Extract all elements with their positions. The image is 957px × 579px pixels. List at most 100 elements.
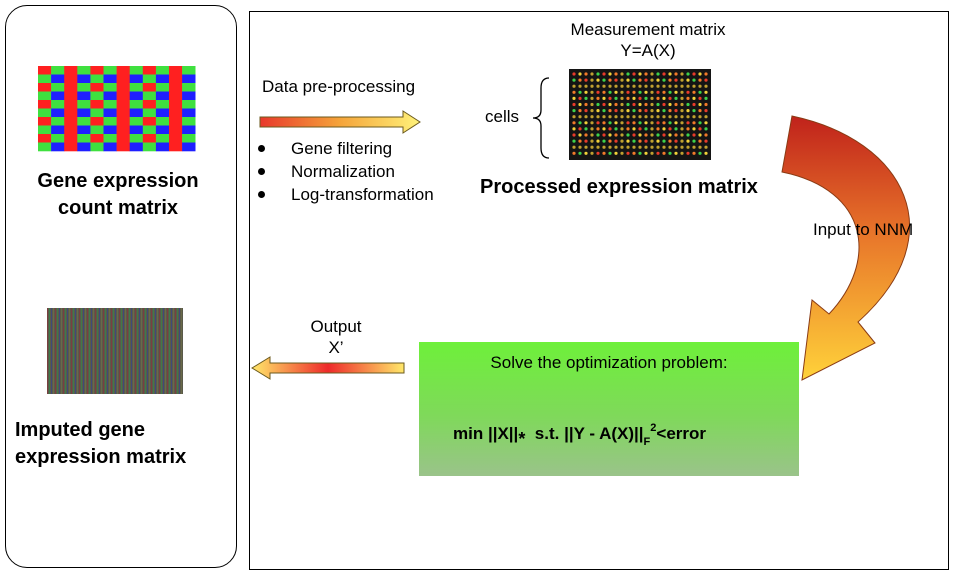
count-matrix-cell bbox=[51, 108, 65, 118]
count-matrix-cell bbox=[90, 134, 104, 143]
measurement-matrix-dot bbox=[632, 145, 636, 149]
imputed-matrix-stripe bbox=[143, 308, 144, 394]
measurement-matrix-dot bbox=[572, 151, 576, 155]
measurement-matrix-dot bbox=[656, 96, 660, 100]
measurement-matrix-dot bbox=[584, 145, 588, 149]
measurement-matrix-dot bbox=[596, 109, 600, 113]
measurement-matrix-dot bbox=[674, 121, 678, 125]
optimization-box bbox=[419, 342, 799, 476]
measurement-matrix-dot bbox=[686, 115, 690, 119]
measurement-matrix-dot bbox=[686, 151, 690, 155]
measurement-matrix-dot bbox=[620, 151, 624, 155]
measurement-matrix-dot bbox=[644, 145, 648, 149]
measurement-matrix-dot bbox=[650, 145, 654, 149]
measurement-matrix-dot bbox=[686, 109, 690, 113]
measurement-matrix-dot bbox=[584, 133, 588, 137]
measurement-matrix-dot bbox=[590, 151, 594, 155]
measurement-matrix-dot bbox=[680, 145, 684, 149]
measurement-matrix-dot bbox=[590, 102, 594, 107]
imputed-matrix-stripe bbox=[73, 308, 74, 394]
measurement-matrix-dot bbox=[698, 72, 702, 76]
measurement-matrix-dot bbox=[662, 109, 666, 113]
processed-matrix-caption: Processed expression matrix bbox=[480, 176, 758, 198]
measurement-matrix-dot bbox=[584, 96, 588, 100]
measurement-matrix-dot bbox=[596, 78, 600, 82]
count-matrix-cell bbox=[182, 100, 196, 109]
count-matrix-cell bbox=[64, 117, 78, 126]
count-matrix-cell bbox=[90, 117, 104, 126]
count-matrix-cell bbox=[182, 74, 196, 84]
imputed-matrix-stripe bbox=[129, 308, 130, 394]
count-matrix-cell bbox=[116, 91, 130, 101]
measurement-matrix-dot bbox=[572, 115, 576, 119]
measurement-matrix-dot bbox=[602, 90, 606, 94]
measurement-matrix-dot bbox=[698, 109, 702, 113]
measurement-matrix-dot bbox=[632, 127, 636, 131]
count-matrix-cell bbox=[155, 142, 170, 152]
measurement-matrix-dot bbox=[662, 102, 666, 107]
count-matrix-cell bbox=[129, 134, 144, 143]
measurement-matrix-dot bbox=[590, 109, 594, 113]
count-matrix-cell bbox=[116, 108, 130, 118]
imputed-matrix-stripe bbox=[77, 308, 78, 394]
measurement-matrix-dot bbox=[686, 102, 690, 107]
imputed-matrix-stripe bbox=[107, 308, 108, 394]
count-matrix-cell bbox=[51, 142, 65, 152]
output-label: Output X’ bbox=[296, 316, 376, 358]
count-matrix-cell bbox=[77, 117, 91, 126]
measurement-matrix-dot bbox=[698, 84, 702, 88]
measurement-matrix-dot bbox=[572, 133, 576, 137]
measurement-matrix-dot bbox=[668, 121, 672, 125]
count-matrix-cell bbox=[169, 117, 183, 126]
measurement-matrix-dot bbox=[614, 78, 618, 82]
count-matrix-cell bbox=[90, 83, 104, 92]
optimization-formula: min ||X||* s.t. ||Y - A(X)||F2<error bbox=[453, 422, 706, 450]
measurement-matrix-dot bbox=[656, 133, 660, 137]
measurement-matrix-dot bbox=[584, 127, 588, 131]
count-matrix-cell bbox=[77, 125, 91, 135]
measurement-matrix-dot bbox=[650, 84, 654, 88]
measurement-matrix-dot bbox=[614, 96, 618, 100]
imputed-matrix-stripe bbox=[83, 308, 84, 394]
count-matrix-cell bbox=[169, 134, 183, 143]
measurement-matrix-dot bbox=[620, 78, 624, 82]
measurement-matrix-dot bbox=[620, 84, 624, 88]
measurement-matrix-dot bbox=[602, 72, 606, 76]
measurement-matrix-dot bbox=[590, 121, 594, 125]
count-matrix-cell bbox=[103, 108, 117, 118]
measurement-matrix-dot bbox=[578, 96, 582, 100]
measurement-matrix-dot bbox=[596, 96, 600, 100]
formula-error: <error bbox=[656, 424, 707, 443]
measurement-matrix-dot bbox=[596, 139, 600, 143]
count-matrix-cell bbox=[155, 66, 170, 75]
measurement-matrix-dot bbox=[608, 127, 612, 131]
measurement-matrix-dot bbox=[614, 84, 618, 88]
imputed-matrix-stripe bbox=[119, 308, 120, 394]
measurement-matrix-dot bbox=[608, 90, 612, 94]
measurement-matrix-dot bbox=[638, 133, 642, 137]
measurement-matrix-dot bbox=[632, 121, 636, 125]
count-matrix-cell bbox=[38, 117, 52, 126]
measurement-matrix-dot bbox=[656, 72, 660, 76]
imputed-matrix-stripe bbox=[71, 308, 72, 394]
measurement-matrix-dot bbox=[662, 151, 666, 155]
measurement-matrix-dot bbox=[632, 78, 636, 82]
count-matrix-cell bbox=[90, 100, 104, 109]
count-matrix-cell bbox=[182, 134, 196, 143]
measurement-matrix-dot bbox=[644, 133, 648, 137]
cells-bracket bbox=[532, 77, 550, 159]
measurement-matrix-dot bbox=[674, 84, 678, 88]
measurement-matrix-dot bbox=[632, 102, 636, 107]
imputed-matrix-stripe bbox=[87, 308, 88, 394]
measurement-matrix-dot bbox=[644, 151, 648, 155]
count-matrix-cell bbox=[142, 74, 157, 84]
measurement-matrix-dot bbox=[638, 109, 642, 113]
measurement-matrix-dot bbox=[632, 72, 636, 76]
measurement-matrix-dot bbox=[638, 96, 642, 100]
imputed-matrix-stripe bbox=[125, 308, 126, 394]
imputed-matrix-stripe bbox=[57, 308, 58, 394]
imputed-matrix-stripe bbox=[153, 308, 154, 394]
measurement-matrix-dot bbox=[698, 151, 702, 155]
count-matrix-cell bbox=[116, 117, 130, 126]
measurement-matrix-dot bbox=[620, 121, 624, 125]
